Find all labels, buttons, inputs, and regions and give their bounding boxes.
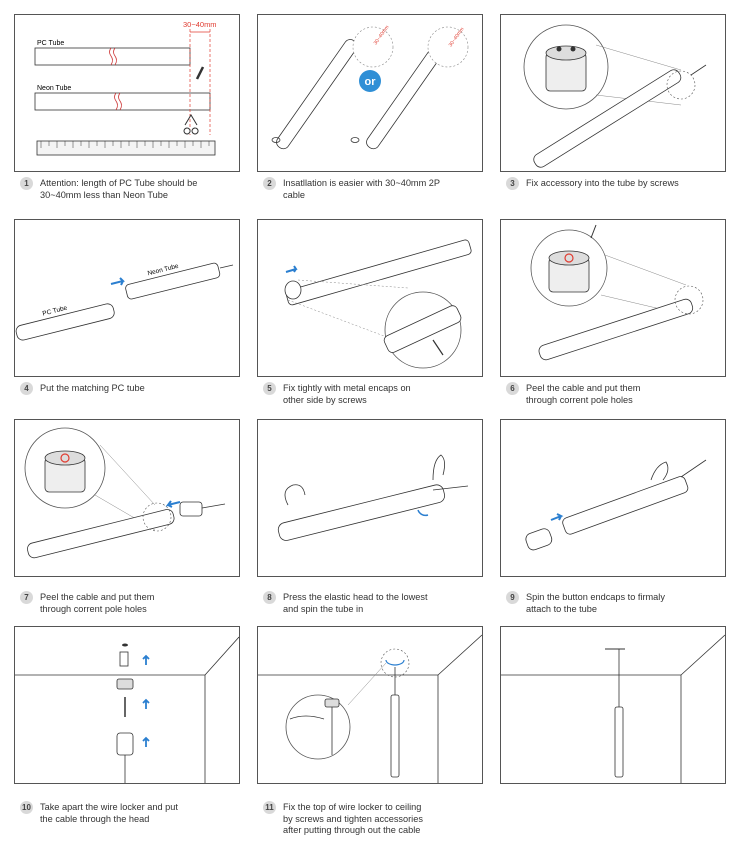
- step-9-illustration: [500, 419, 726, 577]
- or-label: or: [365, 76, 377, 88]
- step-5-illustration: [257, 219, 483, 377]
- neon-tube-label: Neon Tube: [37, 85, 71, 92]
- step-text: Insatllation is easier with 30~40mm 2P c…: [283, 178, 441, 200]
- step-text: Peel the cable and put them through corr…: [526, 383, 641, 405]
- step-1-illustration: PC Tube Neon Tube 30~40mm: [14, 14, 240, 172]
- step-11-illustration: [257, 626, 483, 784]
- step-8-illustration: [257, 419, 483, 577]
- step-text: Fix accessory into the tube by screws: [526, 178, 679, 188]
- step-number: 7: [20, 591, 33, 604]
- step-number: 4: [20, 382, 33, 395]
- step-10-illustration: [14, 626, 240, 784]
- step-number: 6: [506, 382, 519, 395]
- step-number: 5: [263, 382, 276, 395]
- or-badge: [359, 70, 381, 92]
- step-text: Attention: length of PC Tube should be 3…: [40, 178, 198, 200]
- step-6-illustration: [500, 219, 726, 377]
- step-text: Take apart the wire locker and put the c…: [40, 802, 178, 824]
- step-number: 9: [506, 591, 519, 604]
- step-text: Fix tightly with metal encaps on other s…: [283, 383, 411, 405]
- step-text: Spin the button endcaps to firmaly attac…: [526, 592, 665, 614]
- step-12-illustration: [500, 626, 726, 784]
- step-7-illustration: [14, 419, 240, 577]
- step-number: 10: [20, 801, 33, 814]
- step-text: Fix the top of wire locker to ceiling by…: [283, 802, 423, 835]
- step-3-illustration: [500, 14, 726, 172]
- measure-label: 30~40mm: [183, 20, 217, 29]
- step-number: 11: [263, 801, 276, 814]
- step-number: 8: [263, 591, 276, 604]
- pc-tube-label: PC Tube: [37, 40, 64, 47]
- step-text: Press the elastic head to the lowest and…: [283, 592, 428, 614]
- step-text: Put the matching PC tube: [40, 383, 145, 393]
- step-number: 3: [506, 177, 519, 190]
- step-2-illustration: 30~40mm or 30~40mm: [257, 14, 483, 172]
- step-text: Peel the cable and put them through corr…: [40, 592, 155, 614]
- step-number: 1: [20, 177, 33, 190]
- step-4-illustration: PC Tube Neon Tube: [14, 219, 240, 377]
- step-number: 2: [263, 177, 276, 190]
